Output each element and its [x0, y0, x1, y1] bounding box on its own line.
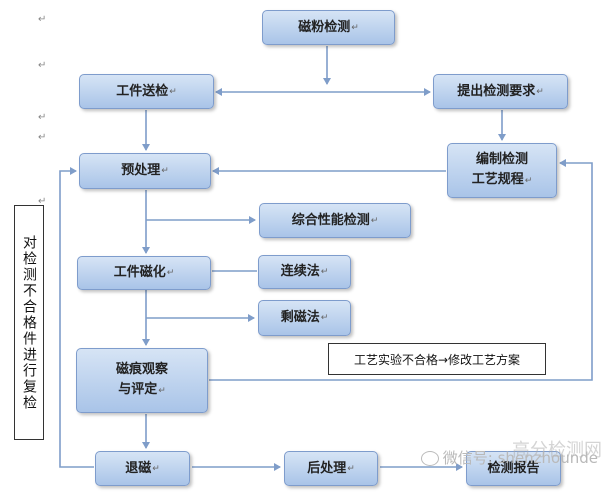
loop-observe-to-procedure — [209, 159, 593, 381]
paragraph-mark: ↵ — [38, 196, 47, 207]
node-observe-evaluate-line2: 与评定 — [118, 382, 158, 397]
wechat-watermark: 微信号: shenzhounde — [420, 447, 598, 468]
node-workpiece-magnetization-label: 工件磁化 — [113, 265, 166, 280]
node-continuous-method: 连续法↵ — [258, 255, 351, 289]
node-workpiece-submit: 工件送检↵ — [79, 74, 214, 109]
node-demagnetize: 退磁↵ — [95, 451, 190, 486]
node-observe-evaluate-line1: 磁痕观察 — [115, 362, 168, 377]
node-comprehensive-test-label: 综合性能检测 — [291, 212, 370, 228]
paragraph-mark: ↵ — [158, 386, 166, 396]
node-workpiece-submit-label: 工件送检 — [116, 83, 169, 99]
paragraph-mark: ↵ — [320, 313, 329, 323]
node-report: 检测报告 — [466, 451, 561, 486]
node-magnetic-inspection: 磁粉检测↵ — [262, 10, 395, 45]
paragraph-mark: ↵ — [536, 86, 544, 97]
paragraph-mark: ↵ — [320, 267, 329, 277]
paragraph-mark: ↵ — [166, 268, 175, 278]
node-continuous-method-label: 连续法 — [280, 264, 320, 279]
site-watermark: 高分检测网 — [512, 440, 602, 461]
node-prepare-procedure-line2: 工艺规程 — [471, 172, 524, 187]
paragraph-mark: ↵ — [38, 112, 47, 123]
node-workpiece-magnetization: 工件磁化↵ — [77, 256, 211, 290]
node-post-treatment-label: 后处理 — [307, 460, 347, 476]
recheck-side-label: 对检测不合格件进行复检 — [14, 205, 44, 440]
paragraph-mark: ↵ — [38, 132, 47, 143]
node-residual-method: 剩磁法↵ — [258, 300, 351, 336]
paragraph-mark: ↵ — [169, 86, 177, 97]
paragraph-mark: ↵ — [351, 22, 359, 33]
node-observe-evaluate: 磁痕观察 与评定↵ — [76, 348, 208, 413]
node-report-label: 检测报告 — [487, 460, 540, 476]
node-prepare-procedure: 编制检测 工艺规程↵ — [447, 143, 557, 198]
node-pretreatment: 预处理↵ — [79, 153, 211, 189]
node-comprehensive-test: 综合性能检测↵ — [259, 203, 411, 238]
node-propose-requirements-label: 提出检测要求 — [457, 83, 536, 99]
loop-recheck-to-pretreat — [59, 167, 94, 468]
node-pretreatment-label: 预处理 — [121, 163, 161, 178]
paragraph-mark: ↵ — [347, 463, 355, 474]
node-propose-requirements: 提出检测要求↵ — [433, 74, 568, 109]
paragraph-mark: ↵ — [524, 176, 533, 186]
node-magnetic-inspection-label: 磁粉检测 — [298, 19, 351, 35]
paragraph-mark: ↵ — [38, 60, 47, 71]
node-prepare-procedure-line1: 编制检测 — [475, 152, 528, 167]
wechat-watermark-text: 微信号: shenzhounde — [442, 449, 598, 467]
node-post-treatment: 后处理↵ — [284, 451, 378, 486]
process-failure-note: 工艺实验不合格→修改工艺方案 — [328, 343, 546, 375]
paragraph-mark: ↵ — [152, 463, 160, 474]
node-demagnetize-label: 退磁 — [125, 460, 152, 476]
paragraph-mark: ↵ — [38, 14, 47, 25]
wechat-icon — [420, 451, 439, 466]
paragraph-mark: ↵ — [161, 166, 169, 176]
paragraph-mark: ↵ — [370, 215, 379, 226]
node-residual-method-label: 剩磁法 — [280, 310, 320, 325]
